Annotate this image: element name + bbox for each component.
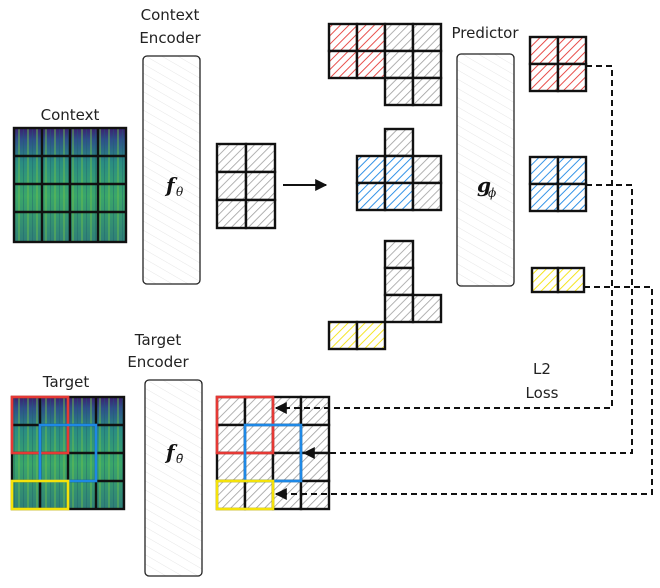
target-encoder-block: f θ̄ <box>144 379 203 577</box>
predictor-input-yellow <box>327 239 443 351</box>
target-encoder-label-line2: Encoder <box>127 353 189 371</box>
loss-connector-blue <box>302 184 633 459</box>
target-yellow-box <box>10 479 70 511</box>
context-label: Context <box>41 106 100 124</box>
target-spectrogram <box>10 395 126 511</box>
loss-connector-yellow <box>274 286 653 500</box>
context-encoder-symbol: f <box>164 173 178 197</box>
loss-label-line1: L2 <box>533 360 551 378</box>
target-embed-yellow-box <box>215 479 275 511</box>
context-encoder-block: f θ <box>142 55 201 285</box>
context-spectrogram <box>12 126 128 244</box>
loss-connector-red <box>274 65 613 414</box>
predictor-block: g ϕ <box>456 53 515 287</box>
target-label: Target <box>42 373 90 391</box>
context-encoder-label-line2: Encoder <box>139 29 201 47</box>
predictor-subscript: ϕ <box>488 186 496 200</box>
predictor-symbol: g <box>477 173 491 197</box>
predicted-yellow <box>530 266 586 294</box>
target-encoder-subscript: θ̄ <box>176 452 184 466</box>
predictor-input-blue <box>355 127 443 212</box>
predictor-label: Predictor <box>451 24 519 42</box>
loss-label-line2: Loss <box>526 384 559 402</box>
context-encoder-label-line1: Context <box>141 6 200 24</box>
predicted-red <box>528 35 588 93</box>
context-embeddings <box>215 142 277 230</box>
target-encoder-label-line1: Target <box>134 331 182 349</box>
target-encoder-symbol: f <box>164 440 178 464</box>
predictor-input-red <box>327 22 443 107</box>
context-encoder-subscript: θ <box>176 185 184 199</box>
predicted-blue <box>528 155 588 213</box>
